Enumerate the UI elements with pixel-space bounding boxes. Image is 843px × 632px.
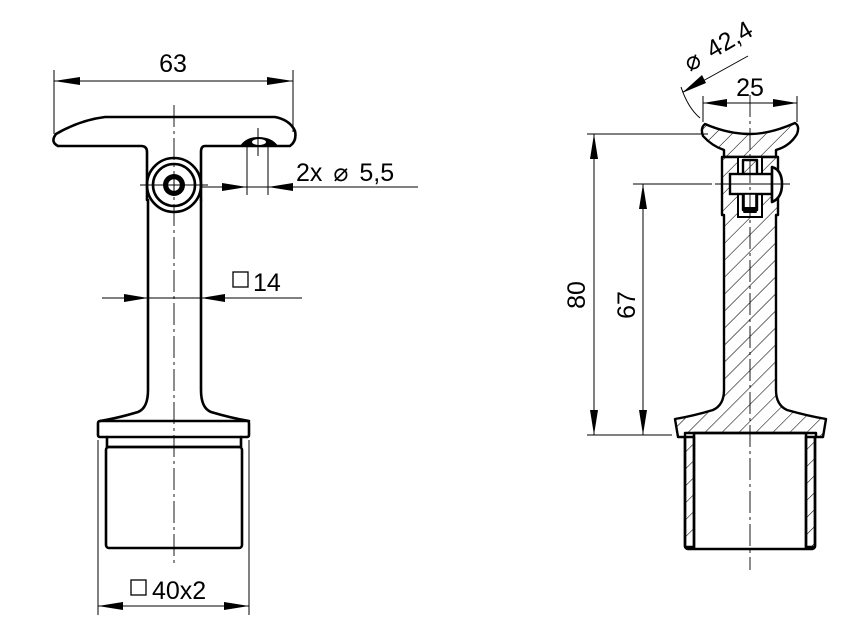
dimension-overall-height: 80	[563, 133, 708, 436]
dimension-saddle-width: 25	[702, 74, 798, 122]
svg-text:2x ⌀ 5,5: 2x ⌀ 5,5	[296, 159, 394, 187]
svg-text:25: 25	[736, 74, 764, 102]
saddle-plate	[52, 115, 297, 202]
base-tube-wall-left	[683, 435, 696, 549]
section-view: ⌀ 42,4 25 80	[563, 16, 828, 570]
dimension-width-63: 63	[53, 50, 294, 134]
base-tube-wall-right	[804, 435, 817, 549]
svg-text:80: 80	[563, 281, 591, 309]
base-flange	[96, 419, 251, 439]
dimension-pivot-height: 67	[613, 183, 712, 435]
svg-text:67: 67	[613, 291, 641, 319]
base-tube-outline	[683, 431, 817, 551]
dimension-hole-diameter: 2x ⌀ 5,5	[201, 128, 418, 195]
square-symbol	[232, 271, 249, 288]
square-symbol	[130, 579, 147, 596]
dimension-stem-14: 14	[102, 269, 302, 302]
stem-section	[673, 155, 828, 439]
dimension-base-40x2: 40x2	[97, 440, 250, 615]
front-view: 63 2x ⌀ 5,5 14	[52, 50, 418, 615]
stem	[98, 198, 251, 423]
svg-text:40x2: 40x2	[152, 577, 206, 605]
svg-text:63: 63	[159, 50, 187, 78]
svg-text:⌀ 42,4: ⌀ 42,4	[679, 16, 758, 78]
svg-text:14: 14	[253, 269, 281, 297]
